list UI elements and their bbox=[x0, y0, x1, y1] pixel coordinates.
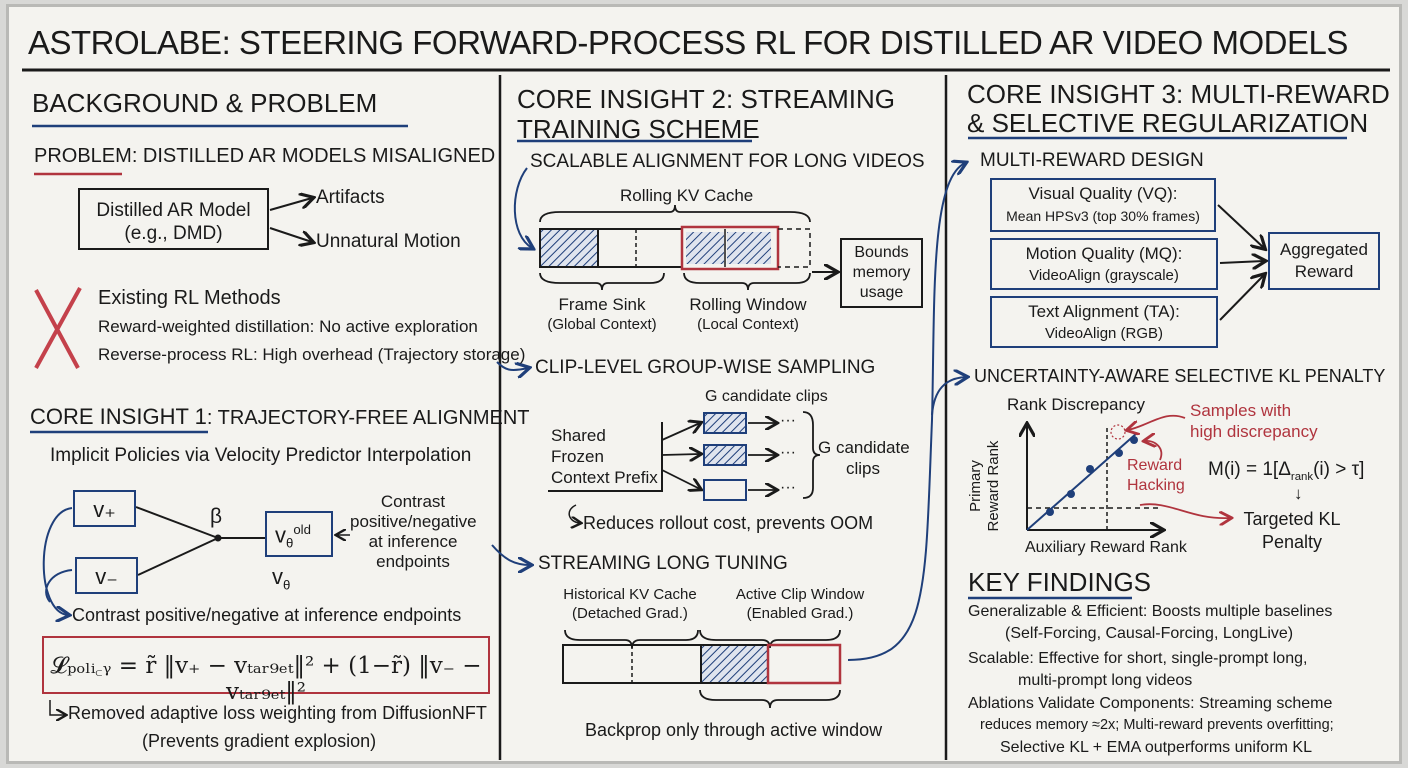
problem-statement: PROBLEM: DISTILLED AR MODELS MISALIGNED bbox=[34, 146, 495, 166]
policy-loss-formula: 𝓛ₚₒₗᵢ꜀ᵧ = r̃ ‖v₊ − vₜₐᵣ₉ₑₜ‖² + (1−r̃) ‖v… bbox=[42, 636, 490, 705]
contrast-bottom-note: Contrast positive/negative at inference … bbox=[72, 605, 462, 625]
rollout-cost-note: Reduces rollout cost, prevents OOM bbox=[583, 513, 874, 533]
reward-box-mq: Motion Quality (MQ):VideoAlign (grayscal… bbox=[990, 238, 1218, 290]
mask-formula: M(i) = 1[Δrank(i) > τ] bbox=[1208, 459, 1365, 483]
insight1-subtitle: Implicit Policies via Velocity Predictor… bbox=[50, 445, 472, 466]
ellipsis-1: ··· bbox=[780, 412, 796, 429]
rolling-window-label: Rolling Window(Local Context) bbox=[689, 295, 807, 333]
removed-weighting-note: Removed adaptive loss weighting from Dif… bbox=[68, 703, 487, 723]
ellipsis-2: ··· bbox=[780, 444, 796, 461]
backprop-note: Backprop only through active window bbox=[585, 720, 883, 740]
problem-label: PROBLEM bbox=[34, 145, 132, 167]
rank-discrepancy-title: Rank Discrepancy bbox=[1007, 395, 1145, 414]
unnatural-motion-label: Unnatural Motion bbox=[316, 231, 461, 252]
distilled-model-box: Distilled AR Model(e.g., DMD) bbox=[78, 188, 269, 250]
active-clip-label: Active Clip Window(Enabled Grad.) bbox=[735, 586, 865, 622]
v-minus-box: v₋ bbox=[75, 557, 138, 594]
historical-kv-label: Historical KV Cache(Detached Grad.) bbox=[563, 586, 697, 622]
artifacts-label: Artifacts bbox=[316, 187, 385, 208]
poster-title: ASTROLABE: STEERING FORWARD-PROCESS RL F… bbox=[28, 24, 1348, 61]
down-arrow-icon: ↓ bbox=[1294, 484, 1303, 503]
candidate-clips-top-label: G candidate clips bbox=[705, 388, 828, 405]
x-axis-label: Auxiliary Reward Rank bbox=[1025, 539, 1187, 556]
finding-line: Generalizable & Efficient: Boosts multip… bbox=[968, 603, 1333, 620]
finding-line: multi-prompt long videos bbox=[1018, 672, 1193, 689]
v-plus-box: v₊ bbox=[73, 490, 136, 527]
finding-line: Scalable: Effective for short, single-pr… bbox=[968, 650, 1308, 667]
ellipsis-3: ··· bbox=[780, 479, 796, 496]
v-theta-label: vθ bbox=[272, 564, 291, 593]
frame-sink-label: Frame Sink(Global Context) bbox=[547, 295, 657, 333]
v-old-box: vθold bbox=[265, 511, 333, 557]
gradient-explosion-note: (Prevents gradient explosion) bbox=[142, 731, 377, 751]
clip-sampling-heading: CLIP-LEVEL GROUP-WISE SAMPLING bbox=[535, 357, 876, 378]
scalable-heading: SCALABLE ALIGNMENT FOR LONG VIDEOS bbox=[530, 151, 925, 172]
key-findings-heading: KEY FINDINGS bbox=[968, 567, 1152, 597]
kl-penalty-heading: UNCERTAINTY-AWARE SELECTIVE KL PENALTY bbox=[974, 366, 1386, 386]
existing-method-2: Reverse-process RL: High overhead (Traje… bbox=[98, 345, 526, 364]
finding-line: reduces memory ≈2x; Multi-reward prevent… bbox=[980, 717, 1334, 733]
rolling-kv-cache-label: Rolling KV Cache bbox=[620, 186, 754, 205]
problem-text: : DISTILLED AR MODELS MISALIGNED bbox=[131, 145, 496, 167]
finding-line: (Self-Forcing, Causal-Forcing, LongLive) bbox=[1005, 625, 1294, 642]
insight3-heading: CORE INSIGHT 3: MULTI-REWARD& SELECTIVE … bbox=[967, 79, 1390, 138]
insight1-heading: CORE INSIGHT 1: TRAJECTORY-FREE ALIGNMEN… bbox=[30, 404, 530, 429]
finding-line: Selective KL + EMA outperforms uniform K… bbox=[1000, 739, 1312, 756]
beta-label: β bbox=[210, 505, 223, 528]
finding-line: Ablations Validate Components: Streaming… bbox=[968, 695, 1333, 712]
existing-rl-heading: Existing RL Methods bbox=[98, 287, 281, 309]
reward-box-vq: Visual Quality (VQ):Mean HPSv3 (top 30% … bbox=[990, 178, 1216, 232]
streaming-tuning-heading: STREAMING LONG TUNING bbox=[538, 553, 788, 574]
background-heading: BACKGROUND & PROBLEM bbox=[32, 88, 378, 118]
reward-box-ta: Text Alignment (TA):VideoAlign (RGB) bbox=[990, 296, 1218, 348]
existing-method-1: Reward-weighted distillation: No active … bbox=[98, 317, 478, 336]
multi-reward-heading: MULTI-REWARD DESIGN bbox=[980, 150, 1204, 171]
